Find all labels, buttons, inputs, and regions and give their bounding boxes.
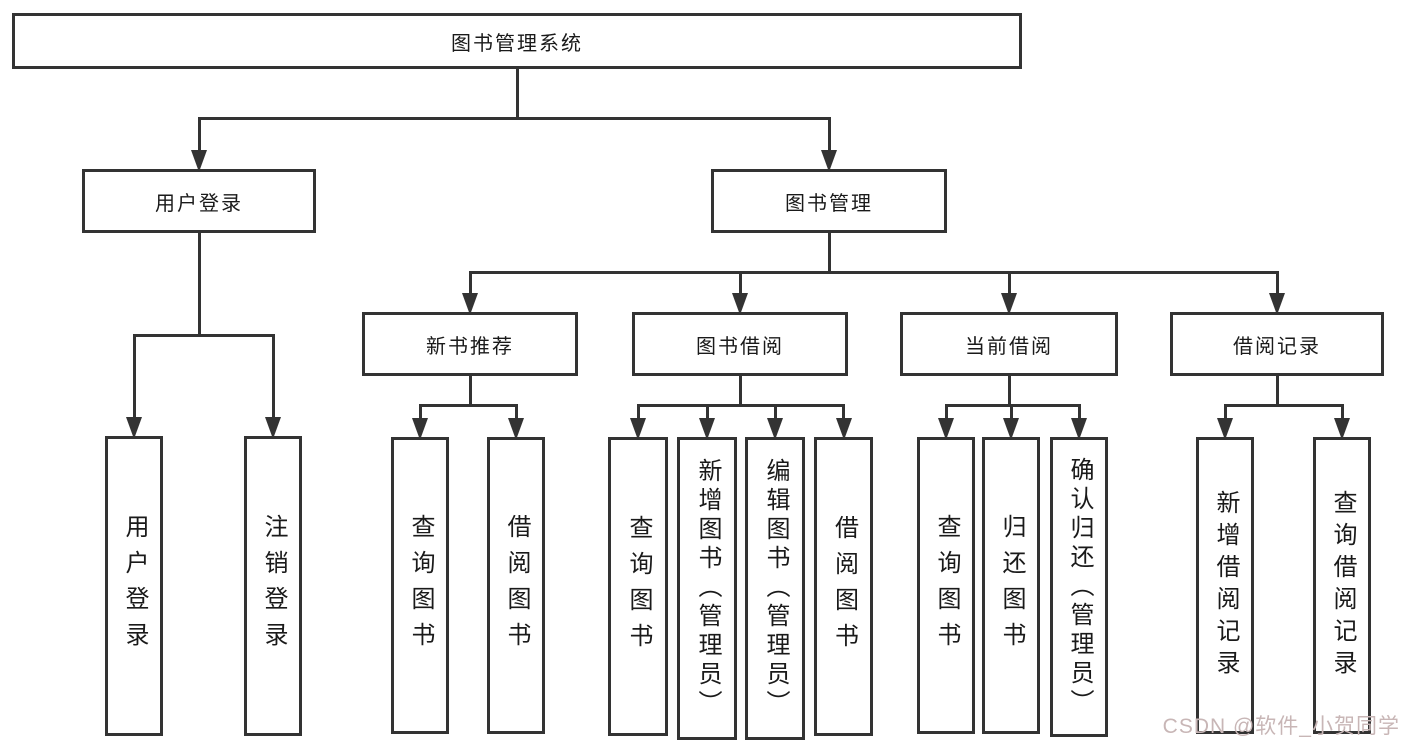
node-current-return: 归还图书: [982, 437, 1040, 734]
arrow-down-icon: [265, 417, 281, 439]
node-current-query: 查询图书: [917, 437, 975, 734]
node-newrec-borrow-label: 借阅图书: [503, 513, 530, 658]
node-borrow-edit: 编辑图书（管理员）: [745, 437, 805, 740]
connector-line: [773, 405, 777, 419]
connector-line: [271, 335, 275, 418]
connector-line: [468, 270, 1279, 274]
arrow-down-icon: [1217, 418, 1233, 440]
arrow-down-icon: [821, 150, 837, 172]
connector-line: [944, 405, 948, 419]
node-current-confirm-label: 确认归还（管理员）: [1066, 456, 1093, 718]
node-current: 当前借阅: [900, 312, 1118, 376]
node-login-logout: 注销登录: [244, 436, 302, 736]
node-newrec-query-label: 查询图书: [407, 513, 434, 658]
csdn-watermark: CSDN @软件_小贺同学: [1162, 715, 1400, 738]
arrow-down-icon: [191, 150, 207, 172]
connector-line: [738, 272, 742, 294]
arrow-down-icon: [835, 418, 852, 440]
node-records: 借阅记录: [1170, 312, 1384, 376]
connector-line: [842, 405, 845, 419]
node-borrow-add: 新增图书（管理员）: [677, 437, 737, 740]
node-records-label: 借阅记录: [1233, 335, 1321, 358]
arrow-down-icon: [1003, 418, 1019, 440]
connector-line: [418, 403, 518, 407]
node-login-user-label: 用户登录: [121, 514, 148, 658]
connector-line: [1275, 272, 1279, 294]
connector-line: [636, 403, 845, 407]
node-login-label: 用户登录: [155, 192, 243, 215]
connector-line: [1007, 375, 1011, 407]
arrow-down-icon: [767, 418, 783, 440]
node-borrow-add-label: 新增图书（管理员）: [694, 458, 721, 719]
node-records-add: 新增借阅记录: [1196, 437, 1254, 734]
arrow-down-icon: [1001, 293, 1017, 315]
node-borrow-borrow: 借阅图书: [814, 437, 873, 736]
node-records-query-label: 查询借阅记录: [1329, 489, 1356, 682]
arrow-down-icon: [1071, 418, 1087, 440]
node-mgmt-label: 图书管理: [785, 192, 873, 215]
connector-line: [197, 232, 201, 337]
node-root: 图书管理系统: [12, 13, 1022, 69]
connector-line: [827, 118, 831, 151]
connector-line: [705, 405, 709, 419]
connector-line: [1340, 405, 1344, 419]
node-root-label: 图书管理系统: [451, 32, 583, 55]
connector-line: [132, 333, 275, 337]
node-borrow-query-label: 查询图书: [625, 514, 652, 659]
arrow-down-icon: [1269, 293, 1285, 315]
connector-line: [197, 116, 831, 120]
node-current-query-label: 查询图书: [933, 513, 960, 658]
connector-line: [1223, 403, 1344, 407]
connector-line: [944, 403, 1081, 407]
node-records-add-label: 新增借阅记录: [1212, 489, 1239, 682]
node-borrow-label: 图书借阅: [696, 335, 784, 358]
connector-line: [738, 375, 742, 407]
node-borrow-query: 查询图书: [608, 437, 668, 736]
arrow-down-icon: [126, 417, 142, 439]
node-current-label: 当前借阅: [965, 335, 1053, 358]
connector-line: [197, 118, 201, 151]
arrow-down-icon: [699, 418, 715, 440]
node-current-confirm: 确认归还（管理员）: [1050, 437, 1108, 737]
arrow-down-icon: [412, 418, 428, 440]
arrow-down-icon: [630, 418, 646, 440]
node-records-query: 查询借阅记录: [1313, 437, 1371, 734]
node-borrow-borrow-label: 借阅图书: [830, 514, 858, 659]
node-current-return-label: 归还图书: [998, 513, 1025, 658]
node-newrec-query: 查询图书: [391, 437, 449, 734]
arrow-down-icon: [462, 293, 478, 315]
connector-line: [418, 405, 422, 419]
arrow-down-icon: [508, 418, 524, 440]
connector-line: [636, 405, 640, 419]
connector-line: [514, 405, 518, 419]
connector-line: [515, 68, 519, 120]
node-login: 用户登录: [82, 169, 316, 233]
node-newrec: 新书推荐: [362, 312, 578, 376]
arrow-down-icon: [1334, 418, 1350, 440]
connector-line: [132, 335, 136, 418]
node-login-logout-label: 注销登录: [260, 514, 287, 658]
connector-line: [827, 232, 831, 274]
node-borrow: 图书借阅: [632, 312, 848, 376]
node-newrec-label: 新书推荐: [426, 335, 514, 358]
connector-line: [468, 272, 472, 294]
connector-line: [1009, 405, 1013, 419]
node-borrow-edit-label: 编辑图书（管理员）: [762, 458, 789, 719]
node-login-user: 用户登录: [105, 436, 163, 736]
connector-line: [1223, 405, 1227, 419]
arrow-down-icon: [938, 418, 954, 440]
connector-line: [1077, 405, 1081, 419]
connector-line: [1275, 375, 1279, 407]
arrow-down-icon: [732, 293, 748, 315]
node-mgmt: 图书管理: [711, 169, 947, 233]
connector-line: [468, 375, 472, 407]
connector-line: [1007, 272, 1011, 294]
node-newrec-borrow: 借阅图书: [487, 437, 545, 734]
